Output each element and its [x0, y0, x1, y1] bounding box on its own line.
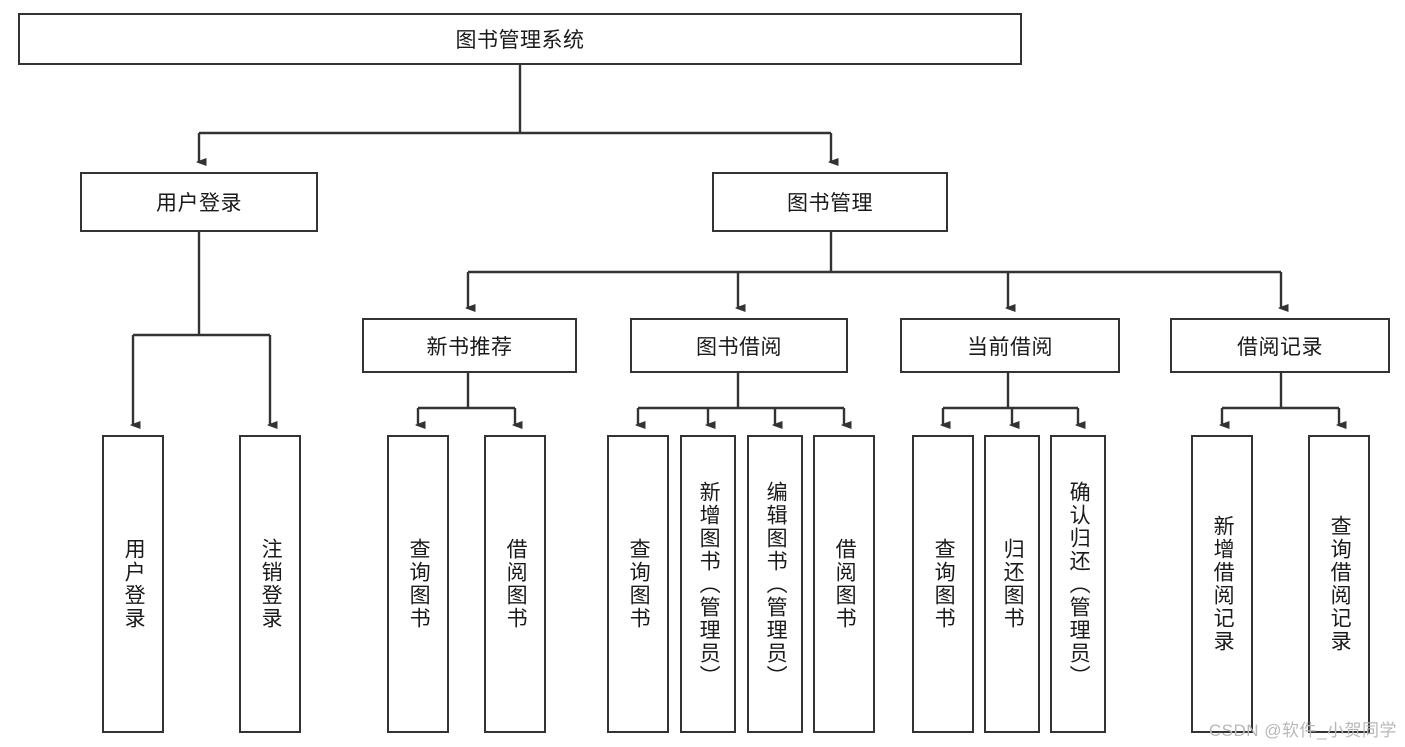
node-leaf-query-book-3[interactable]: 查询图书 [912, 435, 974, 733]
node-new-book-recommend[interactable]: 新书推荐 [362, 318, 577, 373]
node-label: 用户登录 [156, 192, 242, 215]
node-borrow-record[interactable]: 借阅记录 [1170, 318, 1390, 373]
node-label: 新书推荐 [426, 335, 513, 359]
node-book-borrow[interactable]: 图书借阅 [630, 318, 848, 373]
node-leaf-logout[interactable]: 注销登录 [239, 435, 301, 733]
node-leaf-add-book[interactable]: 新增图书（管理员） [680, 435, 736, 733]
node-label: 图书借阅 [696, 335, 782, 359]
node-leaf-add-record[interactable]: 新增借阅记录 [1191, 435, 1253, 733]
node-label: 当前借阅 [967, 335, 1053, 359]
node-user-login[interactable]: 用户登录 [80, 172, 318, 232]
node-label: 图书管理系统 [455, 29, 585, 52]
node-label: 借阅图书 [833, 538, 857, 630]
node-label: 确认归还（管理员） [1067, 480, 1091, 688]
node-leaf-edit-book[interactable]: 编辑图书（管理员） [747, 435, 803, 733]
node-label: 新增图书（管理员） [697, 480, 721, 688]
node-leaf-query-book-2[interactable]: 查询图书 [607, 435, 669, 733]
node-label: 查询图书 [932, 538, 956, 630]
node-leaf-query-record[interactable]: 查询借阅记录 [1308, 435, 1370, 733]
node-label: 查询图书 [627, 538, 651, 630]
node-leaf-user-login[interactable]: 用户登录 [102, 435, 164, 733]
node-label: 归还图书 [1001, 538, 1025, 630]
node-root-system[interactable]: 图书管理系统 [18, 13, 1022, 65]
node-leaf-confirm-return[interactable]: 确认归还（管理员） [1050, 435, 1106, 733]
node-book-manage[interactable]: 图书管理 [712, 172, 948, 232]
node-leaf-borrow-book-2[interactable]: 借阅图书 [813, 435, 875, 733]
node-label: 图书管理 [787, 192, 873, 215]
node-leaf-return-book[interactable]: 归还图书 [984, 435, 1040, 733]
node-label: 查询图书 [407, 538, 431, 630]
node-label: 新增借阅记录 [1211, 515, 1235, 653]
node-leaf-borrow-book-1[interactable]: 借阅图书 [484, 435, 546, 733]
watermark: CSDN @软件_小贺同学 [1208, 721, 1397, 740]
node-label: 注销登录 [259, 538, 283, 630]
node-label: 用户登录 [122, 538, 146, 630]
node-label: 编辑图书（管理员） [764, 480, 788, 688]
node-label: 借阅记录 [1237, 335, 1323, 359]
node-label: 借阅图书 [504, 538, 528, 630]
node-current-borrow[interactable]: 当前借阅 [900, 318, 1120, 373]
node-leaf-query-book-1[interactable]: 查询图书 [387, 435, 449, 733]
node-label: 查询借阅记录 [1328, 515, 1352, 653]
